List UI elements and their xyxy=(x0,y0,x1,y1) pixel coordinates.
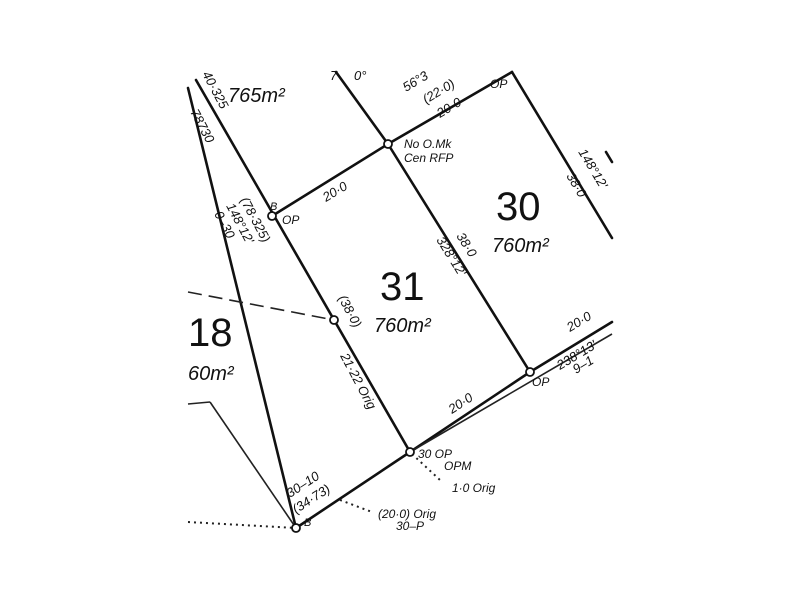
label-orig-1: 1·0 Orig xyxy=(452,481,496,495)
survey-point-b-bottom xyxy=(291,523,301,533)
dim-top-7: 7 xyxy=(330,68,338,83)
lot30-top-boundary xyxy=(386,70,514,146)
lot-top-area: 765m² xyxy=(228,85,286,107)
rear-boundary-lower-2 xyxy=(409,333,613,453)
lot31-lot30-divider xyxy=(386,142,532,374)
label-cen-rfp: Cen RFP xyxy=(404,151,453,165)
dim-top-0: 0° xyxy=(354,68,366,83)
dotted-leader-orig-1 xyxy=(411,453,441,481)
lot30-number: 30 xyxy=(496,185,541,229)
survey-point-b-top xyxy=(267,211,277,221)
label-op-top-right: OP xyxy=(490,77,507,91)
lot18-dashed-boundary xyxy=(187,291,335,321)
lot18-number: 18 xyxy=(188,311,233,355)
lot18-area: 60m² xyxy=(188,363,235,385)
label-op-left: OP xyxy=(282,213,299,227)
label-opm: OPM xyxy=(444,459,471,473)
survey-point-no-omk xyxy=(383,139,393,149)
dotted-line-bottom xyxy=(187,521,297,529)
label-no-omk: No O.Mk xyxy=(404,137,452,151)
lot31-area: 760m² xyxy=(374,315,432,337)
upper-left-divider xyxy=(334,70,390,146)
lot18-lower-boundary xyxy=(187,401,211,405)
lot31-bottom-boundary xyxy=(408,370,532,454)
label-orig-20: (20·0) Orig xyxy=(378,507,436,521)
plan-background xyxy=(188,72,612,528)
survey-point-op-right xyxy=(525,367,535,377)
lot30-right-boundary-lower xyxy=(604,150,614,164)
survey-points xyxy=(267,139,535,533)
label-b-top: B xyxy=(270,201,277,213)
label-op-bottom: 30 OP xyxy=(418,447,452,461)
boundary-lines xyxy=(186,70,614,530)
lot30-bottom-boundary xyxy=(528,320,614,374)
lot30-right-boundary xyxy=(510,70,614,240)
lot18-lower-boundary-2 xyxy=(209,401,297,529)
survey-point-op-bottom xyxy=(405,447,415,457)
label-b-bottom: B xyxy=(304,517,311,529)
road-boundary-left xyxy=(186,86,298,530)
lot31-number: 31 xyxy=(380,265,425,309)
survey-point-left-mid xyxy=(329,315,339,325)
label-op-right: OP xyxy=(532,375,549,389)
lot31-top-boundary xyxy=(270,142,390,218)
label-orig-20-sub: 30–P xyxy=(396,519,424,533)
road-boundary-left-outer xyxy=(194,78,412,454)
lot30-area: 760m² xyxy=(492,235,550,257)
rear-boundary-lower xyxy=(294,450,412,530)
